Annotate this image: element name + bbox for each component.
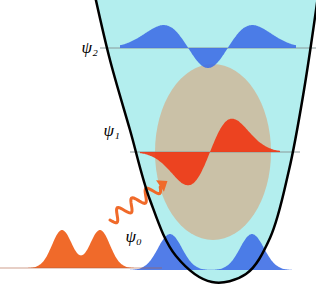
state-label: ψ₁ bbox=[104, 122, 120, 139]
wavefunction-2 bbox=[120, 25, 296, 68]
pulse-baseline bbox=[0, 268, 162, 269]
state-label: ψ₂ bbox=[82, 39, 98, 56]
well-fill bbox=[95, 0, 316, 283]
state-label: ψ₀ bbox=[126, 228, 142, 245]
wavefunction-1 bbox=[140, 119, 280, 186]
well-outline bbox=[95, 0, 316, 283]
wavefunction-0 bbox=[130, 234, 292, 270]
photon-arrowhead bbox=[156, 180, 167, 192]
